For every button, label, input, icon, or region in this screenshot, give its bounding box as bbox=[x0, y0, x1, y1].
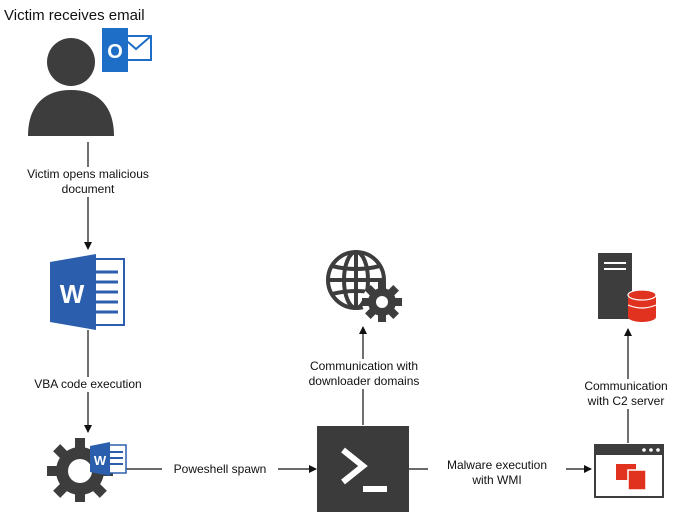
step-powershell-spawn-line1: Poweshell spawn bbox=[173, 462, 267, 476]
step-malware-wmi-line1: Malware execution bbox=[446, 458, 548, 472]
step-c2-comm-label: Communication with C2 server bbox=[574, 379, 678, 409]
word-letter: W bbox=[60, 279, 85, 309]
step-open-document-line2: document bbox=[61, 182, 115, 196]
powershell-terminal-icon bbox=[317, 426, 409, 512]
step-open-document-line1: Victim opens malicious bbox=[27, 167, 149, 181]
step-c2-comm-line1: Communication bbox=[584, 379, 668, 393]
outlook-letter: O bbox=[107, 41, 123, 63]
step-powershell-spawn-label: Poweshell spawn bbox=[162, 462, 278, 477]
gear-word-letter: W bbox=[94, 453, 107, 468]
server-database-icon bbox=[598, 253, 657, 322]
outlook-icon: O bbox=[102, 28, 152, 72]
step-malware-wmi-line2: with WMI bbox=[472, 473, 522, 487]
step-malware-wmi-label: Malware execution with WMI bbox=[428, 458, 566, 488]
step-downloader-comm-line2: downloader domains bbox=[308, 374, 420, 388]
step-open-document-label: Victim opens malicious document bbox=[15, 167, 161, 197]
application-window-icon bbox=[594, 444, 664, 498]
user-silhouette-icon bbox=[28, 38, 114, 136]
globe-gear-icon bbox=[326, 250, 402, 322]
step-vba-execution-line1: VBA code execution bbox=[34, 377, 142, 391]
step-c2-comm-line2: with C2 server bbox=[587, 394, 665, 408]
step-downloader-comm-label: Communication with downloader domains bbox=[292, 359, 436, 389]
step-vba-execution-label: VBA code execution bbox=[22, 377, 154, 392]
gear-with-word-icon: W bbox=[47, 438, 127, 502]
diagram-title: Victim receives email bbox=[4, 7, 145, 25]
step-downloader-comm-line1: Communication with bbox=[309, 359, 419, 373]
word-document-icon: W bbox=[50, 254, 125, 330]
